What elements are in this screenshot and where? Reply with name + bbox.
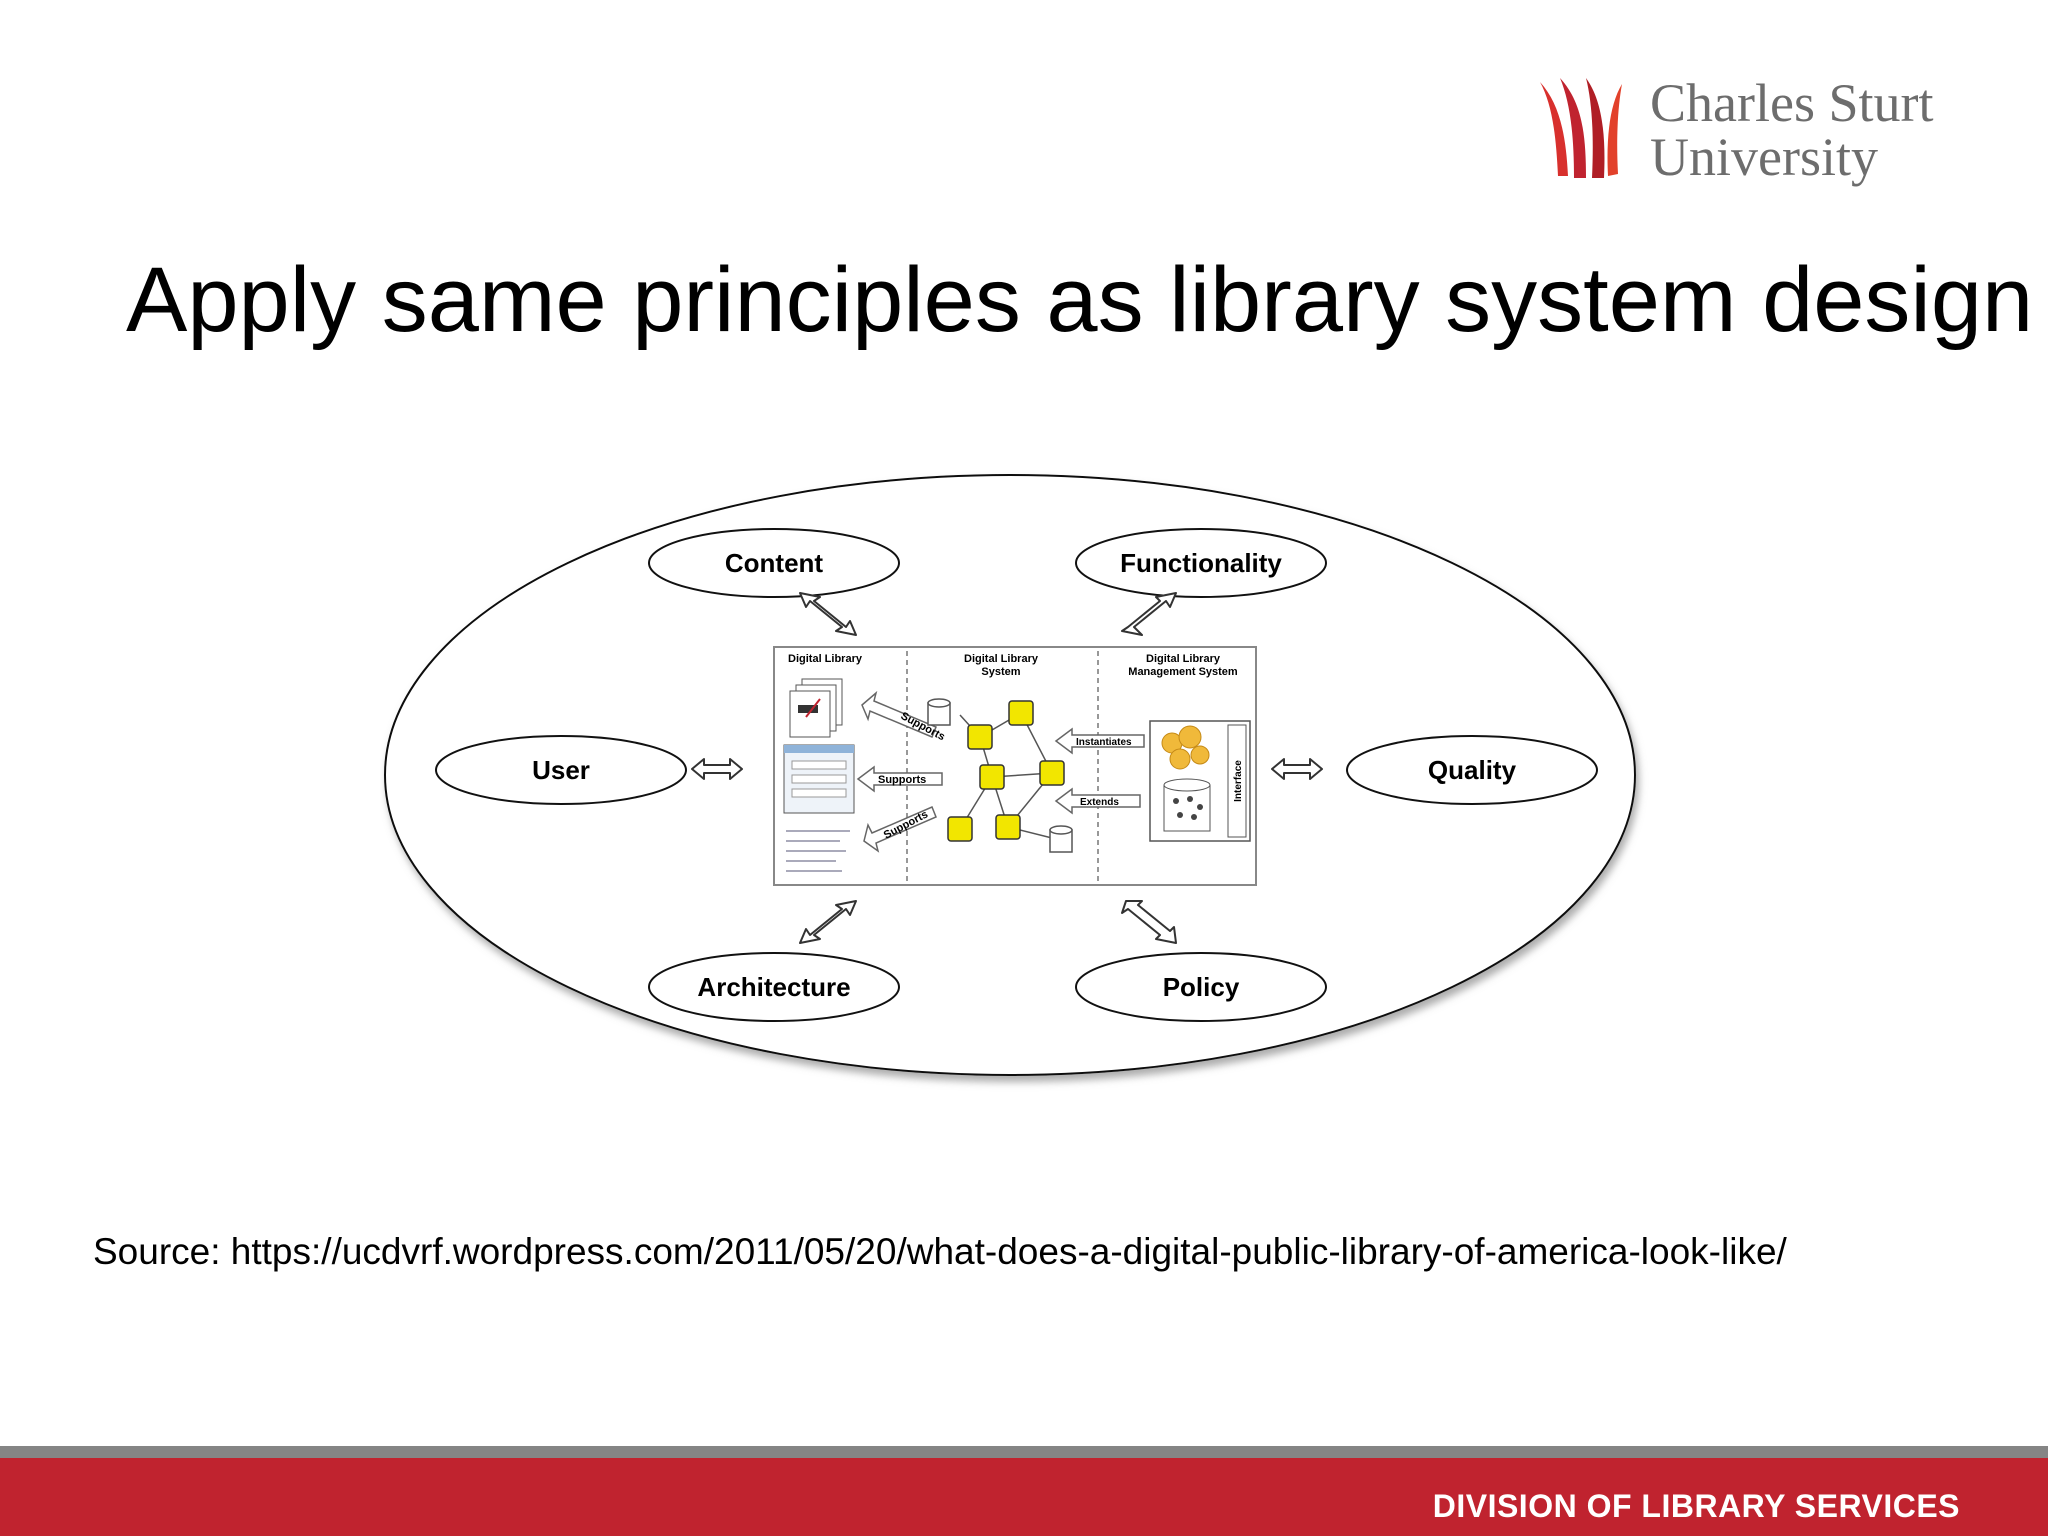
network-node-5 bbox=[947, 816, 973, 842]
network-node-2 bbox=[967, 724, 993, 750]
arrow-user bbox=[691, 758, 743, 780]
arrow-content bbox=[799, 592, 857, 636]
network-node-1 bbox=[1008, 700, 1034, 726]
arrow-architecture bbox=[799, 900, 857, 944]
node-content-label: Content bbox=[725, 548, 824, 578]
node-user-label: User bbox=[532, 755, 590, 785]
extends-arrow bbox=[1054, 787, 1141, 815]
node-policy-label: Policy bbox=[1163, 972, 1240, 1002]
repository-icon bbox=[1163, 778, 1211, 832]
supports-arrow-bottom bbox=[863, 806, 937, 853]
node-quality: Quality bbox=[1346, 735, 1598, 805]
arrow-functionality bbox=[1121, 592, 1177, 636]
supports-arrow-middle bbox=[856, 765, 943, 793]
digital-library-diagram: Content Functionality User Quality Archi… bbox=[380, 455, 1660, 1105]
arrow-policy bbox=[1121, 900, 1177, 944]
browser-window-icon bbox=[783, 744, 855, 814]
col-dls-line1: Digital Library bbox=[964, 653, 1039, 665]
footer-bar: DIVISION OF LIBRARY SERVICES bbox=[0, 1458, 2048, 1536]
node-policy: Policy bbox=[1075, 952, 1327, 1022]
footer-divider bbox=[0, 1446, 2048, 1458]
diagram-svg: Content Functionality User Quality Archi… bbox=[384, 474, 1636, 1076]
supports-arrow-top bbox=[861, 690, 937, 738]
logo-line-1: Charles Sturt bbox=[1650, 73, 1934, 133]
node-architecture: Architecture bbox=[648, 952, 900, 1022]
interface-label: Interface bbox=[1233, 760, 1244, 802]
network-node-6 bbox=[995, 814, 1021, 840]
col-dlms-line1: Digital Library bbox=[1146, 653, 1221, 665]
gears-icon bbox=[1161, 725, 1210, 770]
node-user: User bbox=[435, 735, 687, 805]
col-dls-line2: System bbox=[981, 666, 1020, 678]
extends-label: Extends bbox=[1080, 797, 1119, 808]
col-dlms-line2: Management System bbox=[1128, 666, 1238, 678]
arrow-quality bbox=[1271, 758, 1323, 780]
footer-label: DIVISION OF LIBRARY SERVICES bbox=[1432, 1488, 1960, 1524]
instantiates-label: Instantiates bbox=[1076, 737, 1132, 748]
network-node-3 bbox=[979, 764, 1005, 790]
node-architecture-label: Architecture bbox=[697, 972, 850, 1002]
node-functionality-label: Functionality bbox=[1120, 548, 1282, 578]
logo-line-2: University bbox=[1650, 127, 1878, 187]
network-node-4 bbox=[1039, 760, 1065, 786]
university-logo: Charles Sturt University bbox=[1530, 70, 1980, 200]
management-panel: Interface bbox=[1149, 720, 1251, 842]
instantiates-arrow bbox=[1054, 727, 1145, 755]
node-content: Content bbox=[648, 528, 900, 598]
node-functionality: Functionality bbox=[1075, 528, 1327, 598]
database-icons bbox=[927, 698, 1073, 853]
central-system-box: Digital Library Digital Library System D… bbox=[773, 646, 1257, 886]
supports-label-middle: Supports bbox=[878, 774, 926, 786]
document-stack-icon bbox=[789, 678, 843, 738]
col-digital-library: Digital Library bbox=[788, 653, 863, 665]
node-quality-label: Quality bbox=[1428, 755, 1517, 785]
list-page-icon bbox=[786, 830, 850, 872]
slide-title: Apply same principles as library system … bbox=[126, 249, 2034, 351]
logo-mark-icon bbox=[1540, 78, 1622, 178]
source-citation: Source: https://ucdvrf.wordpress.com/201… bbox=[93, 1231, 1787, 1272]
